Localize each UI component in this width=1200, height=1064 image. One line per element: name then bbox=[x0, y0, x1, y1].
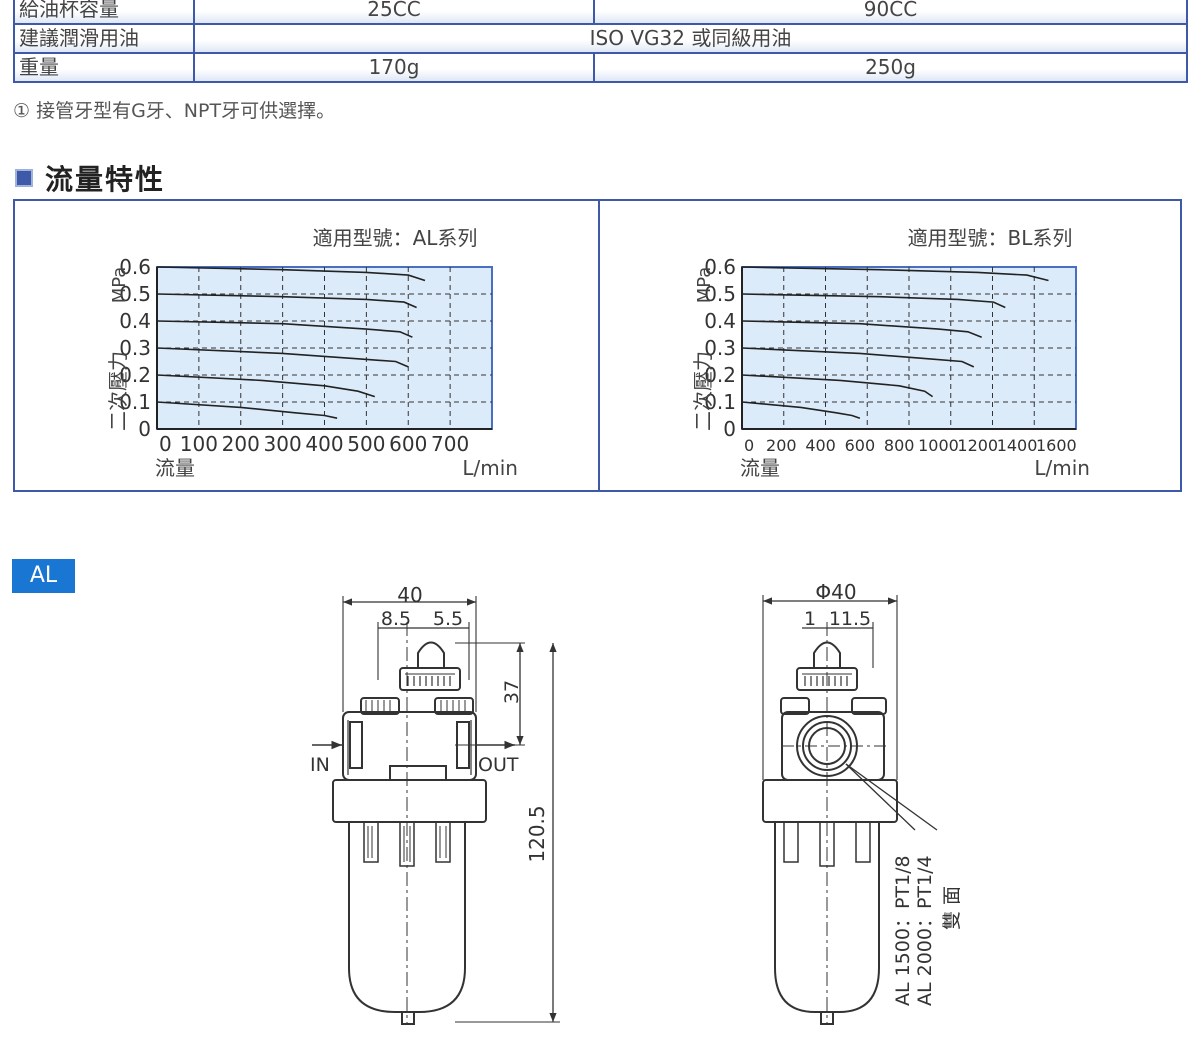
x-unit-label: L/min bbox=[1034, 456, 1090, 480]
y-tick-label: 0.6 bbox=[704, 255, 736, 279]
x-tick-label: 200 bbox=[222, 432, 260, 456]
x-tick-label: 100 bbox=[180, 432, 218, 456]
dim-total-height: 120.5 bbox=[525, 805, 549, 862]
series-line bbox=[156, 401, 338, 419]
y-tick-label: 0.4 bbox=[119, 309, 151, 333]
series-line bbox=[741, 293, 1006, 309]
chart-title: 適用型號：BL系列 bbox=[908, 226, 1073, 250]
series-line bbox=[741, 266, 1049, 282]
x-tick-label: 700 bbox=[431, 432, 469, 456]
x-axis-label: 流量 bbox=[155, 456, 195, 480]
x-tick-label: 1200 bbox=[957, 436, 998, 455]
dim-offset-left: 8.5 bbox=[381, 608, 411, 630]
dim-offset-left: 1 bbox=[804, 608, 816, 630]
dim-offset-right: 5.5 bbox=[433, 608, 463, 630]
row-label: 建議潤滑用油 bbox=[13, 23, 195, 54]
x-tick-label: 800 bbox=[884, 436, 915, 455]
x-axis-label: 流量 bbox=[740, 456, 780, 480]
series-line bbox=[156, 293, 417, 309]
y-axis-label: 二次壓力 bbox=[691, 351, 715, 431]
cell-value: 90CC bbox=[593, 0, 1188, 25]
x-tick-label: 0 bbox=[159, 432, 172, 456]
cell-value: 250g bbox=[593, 52, 1188, 83]
y-axis-label: 二次壓力 bbox=[106, 351, 130, 431]
cell-value: 170g bbox=[193, 52, 595, 83]
dim-diameter: Φ40 bbox=[815, 580, 856, 604]
table-row: 重量 170g 250g bbox=[13, 52, 1188, 83]
flow-chart-bl: 適用型號：BL系列 0 0.1 0.2 0.3 0.4 0.5 0.6 0 200 400 600 80… bbox=[691, 226, 1090, 480]
y-tick-label: 0.1 bbox=[119, 390, 151, 414]
x-tick-label: 0 bbox=[744, 436, 754, 455]
x-tick-label: 300 bbox=[264, 432, 302, 456]
y-tick-label: 0.5 bbox=[704, 282, 736, 306]
dim-width: 40 bbox=[397, 583, 422, 607]
series-line bbox=[741, 320, 982, 338]
series-line bbox=[741, 374, 934, 398]
in-label: IN bbox=[310, 754, 330, 776]
y-tick-label: 0.3 bbox=[119, 336, 151, 360]
y-tick-label: 0.5 bbox=[119, 282, 151, 306]
series-line bbox=[741, 347, 975, 368]
out-label: OUT bbox=[478, 754, 519, 776]
model-badge: AL bbox=[12, 559, 75, 593]
x-tick-label: 500 bbox=[347, 432, 385, 456]
y-tick-label: 0 bbox=[138, 417, 151, 441]
y-tick-label: 0.3 bbox=[704, 336, 736, 360]
dim-offset-right: 11.5 bbox=[829, 608, 871, 630]
y-tick-label: 0.2 bbox=[119, 363, 151, 387]
both-sides-label: 雙 面 bbox=[941, 886, 963, 930]
series-line bbox=[156, 266, 426, 282]
x-tick-label: 400 bbox=[805, 436, 836, 455]
y-unit-label: MPa bbox=[109, 267, 130, 304]
x-tick-label: 600 bbox=[845, 436, 876, 455]
cell-value: ISO VG32 或同級用油 bbox=[193, 23, 1188, 54]
table-row: 建議潤滑用油 ISO VG32 或同級用油 bbox=[13, 23, 1188, 54]
x-tick-label: 200 bbox=[766, 436, 797, 455]
square-bullet-icon bbox=[15, 169, 33, 187]
side-view bbox=[762, 595, 938, 1025]
port-al1500-label: AL 1500：PT1/8 bbox=[892, 855, 914, 1006]
x-unit-label: L/min bbox=[462, 456, 518, 480]
y-tick-label: 0.1 bbox=[704, 390, 736, 414]
series-line bbox=[156, 374, 376, 398]
y-tick-label: 0 bbox=[723, 417, 736, 441]
y-unit-label: MPa bbox=[694, 267, 715, 304]
chart-title: 適用型號：AL系列 bbox=[313, 226, 478, 250]
table-row: 給油杯容量 25CC 90CC bbox=[13, 0, 1188, 25]
section-title: 流量特性 bbox=[45, 163, 166, 196]
series-line bbox=[156, 320, 413, 338]
y-tick-label: 0.4 bbox=[704, 309, 736, 333]
row-label: 給油杯容量 bbox=[13, 0, 195, 25]
section-header: 流量特性 bbox=[15, 158, 165, 198]
thread-note: ① 接管牙型有G牙、NPT牙可供選擇。 bbox=[13, 100, 336, 122]
x-tick-label: 1400 bbox=[997, 436, 1038, 455]
x-tick-label: 400 bbox=[305, 432, 343, 456]
y-tick-label: 0.6 bbox=[119, 255, 151, 279]
x-tick-label: 1000 bbox=[918, 436, 959, 455]
spec-table: 給油杯容量 25CC 90CC 建議潤滑用油 ISO VG32 或同級用油 重量… bbox=[13, 0, 1188, 83]
x-tick-label: 1600 bbox=[1036, 436, 1077, 455]
x-tick-label: 600 bbox=[389, 432, 427, 456]
front-view-labels: 40 8.5 5.5 37 120.5 IN OUT bbox=[310, 583, 549, 863]
panel-divider bbox=[598, 201, 600, 490]
row-label: 重量 bbox=[13, 52, 195, 83]
series-line bbox=[156, 347, 409, 368]
front-view bbox=[312, 596, 560, 1025]
side-view-labels: Φ40 1 11.5 AL 1500：PT1/8 AL 2000：PT1/4 雙… bbox=[804, 580, 963, 1006]
dim-top-height: 37 bbox=[501, 680, 523, 704]
port-al2000-label: AL 2000：PT1/4 bbox=[914, 855, 936, 1006]
y-tick-label: 0.2 bbox=[704, 363, 736, 387]
series-line bbox=[741, 401, 861, 419]
cell-value: 25CC bbox=[193, 0, 595, 25]
